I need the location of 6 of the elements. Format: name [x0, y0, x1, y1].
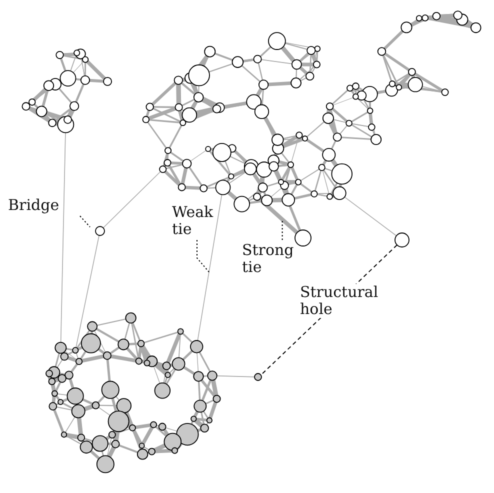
leader-line [282, 219, 283, 240]
callout-text: Weak tie [172, 203, 214, 238]
leader-line [196, 240, 210, 272]
callout-text: Bridge [8, 196, 60, 214]
callout-text: Strong tie [242, 241, 294, 276]
leader-line [80, 216, 90, 228]
